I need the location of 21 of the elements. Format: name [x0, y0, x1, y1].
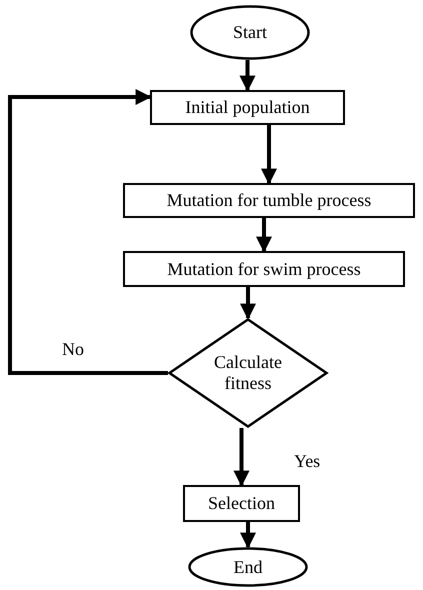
arrow: [240, 60, 256, 92]
arrow: [240, 522, 256, 549]
arrow: [261, 125, 277, 185]
node-text: Mutation for swim process: [167, 258, 361, 280]
process-box: [183, 485, 300, 522]
arrow: [8, 89, 168, 375]
arrow: [234, 428, 250, 487]
node-text: Calculate fitness: [213, 352, 283, 394]
terminal-ellipse: [188, 547, 308, 587]
process-box: [123, 251, 405, 287]
node-text: Start: [233, 22, 267, 43]
node-text: End: [234, 556, 262, 578]
process-box: [123, 183, 415, 218]
decision-diamond: [168, 318, 328, 428]
node-text: Selection: [208, 493, 275, 514]
process-box: [150, 90, 345, 125]
node-text: Initial population: [185, 97, 310, 118]
arrow: [256, 218, 272, 253]
arrow: [240, 287, 256, 320]
terminal-ellipse: [190, 5, 310, 60]
node-text: Mutation for tumble process: [166, 190, 372, 211]
